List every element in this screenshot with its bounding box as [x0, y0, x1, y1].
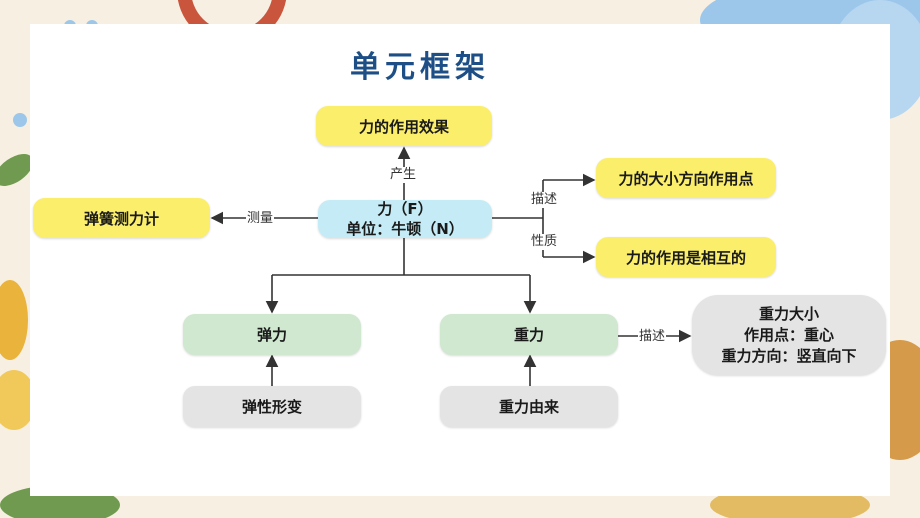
node-spring-scale-label: 弹簧测力计 [83, 209, 159, 228]
node-gravity-origin-label: 重力由来 [498, 398, 559, 416]
node-force-effect: 力的作用效果 [316, 106, 492, 146]
gravity-desc-line1: 重力大小 [758, 304, 819, 323]
gravity-desc-line3: 重力方向：竖直向下 [721, 346, 857, 365]
node-gravity: 重力 [440, 314, 618, 355]
node-gravity-label: 重力 [513, 326, 544, 344]
page-title: 单元框架 [350, 50, 490, 85]
force-title: 力（F） [377, 200, 433, 218]
node-force-effect-label: 力的作用效果 [358, 117, 449, 136]
node-force-mutual: 力的作用是相互的 [596, 237, 776, 277]
node-spring-scale: 弹簧测力计 [33, 198, 210, 238]
label-produce: 产生 [389, 167, 418, 183]
node-gravity-origin: 重力由来 [440, 386, 618, 427]
node-elastic-force-label: 弹力 [256, 326, 287, 344]
node-force-elements: 力的大小方向作用点 [596, 158, 776, 198]
node-gravity-description: 重力大小 作用点：重心 重力方向：竖直向下 [692, 295, 886, 375]
node-elastic-deformation-label: 弹性形变 [241, 398, 302, 416]
node-force-mutual-label: 力的作用是相互的 [625, 248, 746, 267]
gravity-desc-line2: 作用点：重心 [743, 325, 834, 344]
label-describe-gravity: 描述 [638, 329, 667, 345]
label-measure: 测量 [246, 211, 275, 227]
node-force-center: 力（F） 单位：牛顿（N） [318, 200, 492, 238]
node-elastic-deformation: 弹性形变 [183, 386, 361, 427]
force-unit: 单位：牛顿（N） [346, 220, 464, 238]
node-force-elements-label: 力的大小方向作用点 [618, 169, 754, 188]
label-nature: 性质 [530, 234, 559, 250]
node-elastic-force: 弹力 [183, 314, 361, 355]
label-describe: 描述 [530, 192, 559, 208]
